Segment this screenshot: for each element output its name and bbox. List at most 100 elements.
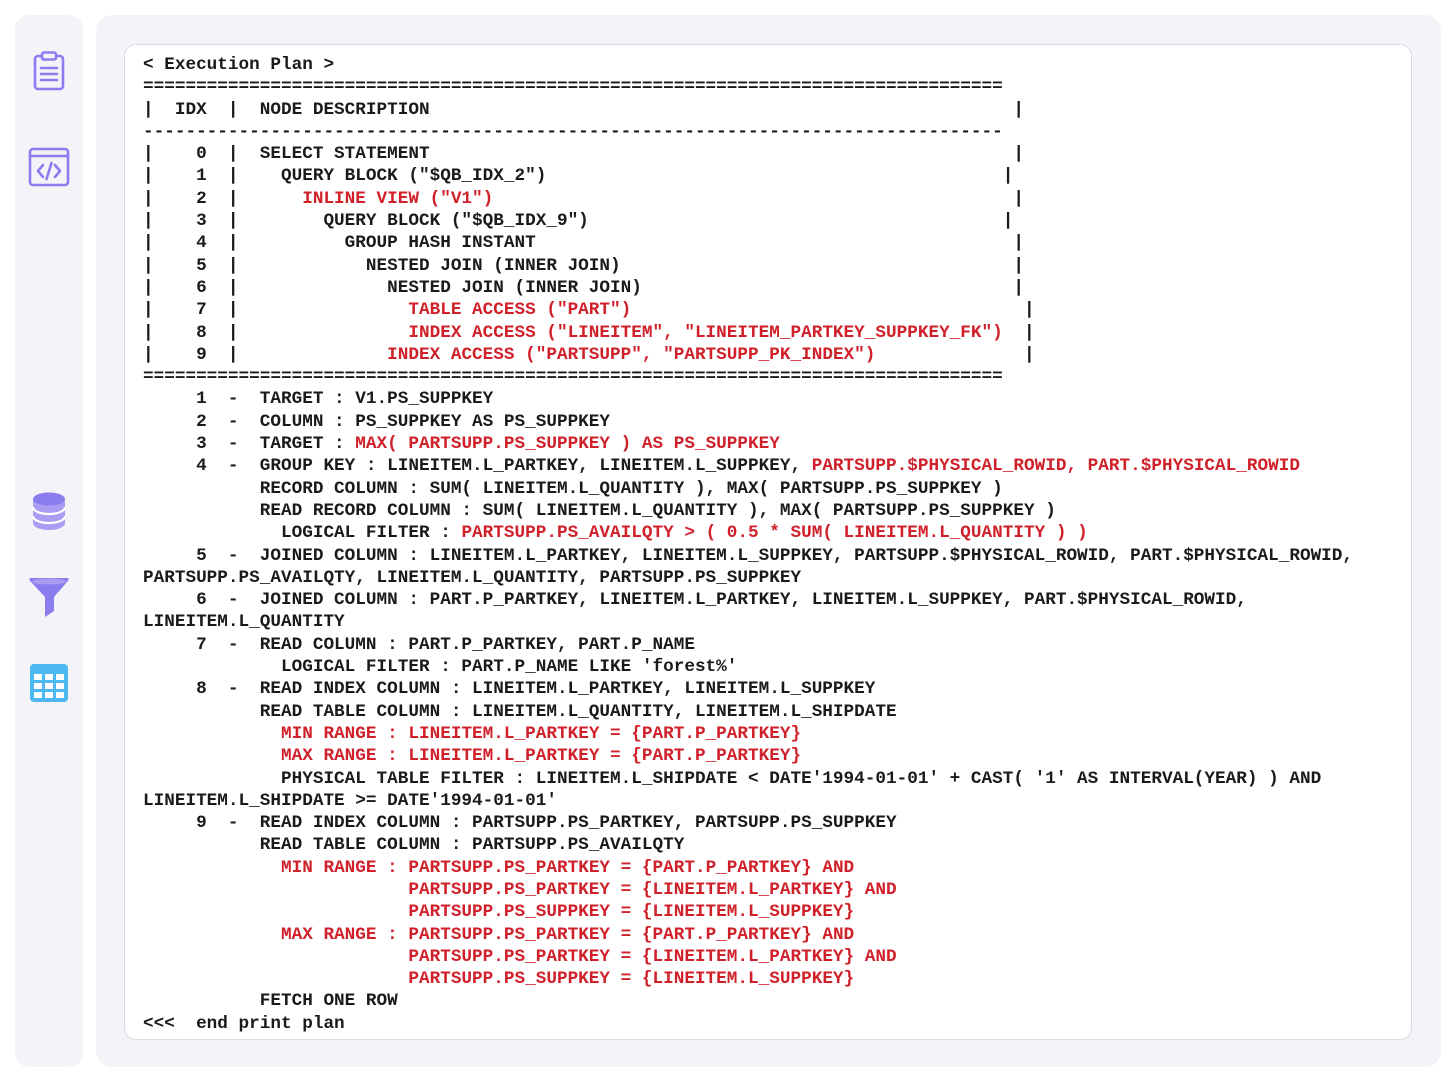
plan-line: FETCH ONE ROW	[143, 990, 1353, 1012]
plan-text: | IDX | NODE DESCRIPTION |	[143, 99, 1024, 120]
plan-text: 9 - READ INDEX COLUMN : PARTSUPP.PS_PART…	[143, 813, 897, 834]
plan-text: |	[1002, 322, 1035, 343]
plan-text: | 6 | NESTED JOIN (INNER JOIN) |	[143, 277, 1024, 298]
plan-text: | 3 | QUERY BLOCK ("$QB_IDX_9") |	[143, 211, 1014, 232]
plan-text: | 5 | NESTED JOIN (INNER JOIN) |	[143, 255, 1024, 276]
code-window-icon[interactable]	[27, 145, 71, 189]
plan-text: LOGICAL FILTER : PART.P_NAME LIKE 'fores…	[143, 657, 738, 678]
plan-line: 8 - READ INDEX COLUMN : LINEITEM.L_PARTK…	[143, 678, 1353, 700]
plan-line: PARTSUPP.PS_SUPPKEY = {LINEITEM.L_SUPPKE…	[143, 901, 1353, 923]
plan-text: READ RECORD COLUMN : SUM( LINEITEM.L_QUA…	[143, 500, 1056, 521]
plan-line: READ TABLE COLUMN : PARTSUPP.PS_AVAILQTY	[143, 834, 1353, 856]
plan-text: 3 - TARGET :	[143, 434, 356, 455]
plan-text: LOGICAL FILTER :	[143, 523, 462, 544]
plan-line: | 6 | NESTED JOIN (INNER JOIN) |	[143, 277, 1353, 299]
plan-highlight-text: INLINE VIEW ("V1")	[302, 188, 494, 209]
plan-text: 1 - TARGET : V1.PS_SUPPKEY	[143, 389, 494, 410]
plan-highlight-text: MAX( PARTSUPP.PS_SUPPKEY ) AS PS_SUPPKEY	[355, 434, 780, 455]
plan-line: MAX RANGE : PARTSUPP.PS_PARTKEY = {PART.…	[143, 924, 1353, 946]
plan-line: | 5 | NESTED JOIN (INNER JOIN) |	[143, 255, 1353, 277]
plan-text: 6 - JOINED COLUMN : PART.P_PARTKEY, LINE…	[143, 590, 1247, 611]
plan-line: PARTSUPP.PS_PARTKEY = {LINEITEM.L_PARTKE…	[143, 879, 1353, 901]
plan-text: 2 - COLUMN : PS_SUPPKEY AS PS_SUPPKEY	[143, 411, 611, 432]
plan-line: | 7 | TABLE ACCESS ("PART") |	[143, 299, 1353, 321]
plan-line: READ TABLE COLUMN : LINEITEM.L_QUANTITY,…	[143, 701, 1353, 723]
plan-line: RECORD COLUMN : SUM( LINEITEM.L_QUANTITY…	[143, 478, 1353, 500]
clipboard-icon[interactable]	[27, 49, 71, 93]
plan-highlight-text: INDEX ACCESS ("PARTSUPP", "PARTSUPP_PK_I…	[387, 344, 876, 365]
plan-text: FETCH ONE ROW	[143, 991, 398, 1012]
plan-line: MIN RANGE : PARTSUPP.PS_PARTKEY = {PART.…	[143, 857, 1353, 879]
plan-text	[143, 902, 408, 922]
plan-highlight-text: PARTSUPP.PS_SUPPKEY = {LINEITEM.L_SUPPKE…	[408, 902, 855, 923]
plan-text: RECORD COLUMN : SUM( LINEITEM.L_QUANTITY…	[143, 478, 1003, 499]
plan-line: 4 - GROUP KEY : LINEITEM.L_PARTKEY, LINE…	[143, 455, 1353, 477]
plan-line: LINEITEM.L_QUANTITY	[143, 611, 1353, 633]
plan-highlight-text: PARTSUPP.PS_SUPPKEY = {LINEITEM.L_SUPPKE…	[408, 969, 855, 990]
plan-text: 4 - GROUP KEY : LINEITEM.L_PARTKEY, LINE…	[143, 456, 812, 477]
plan-text: |	[631, 300, 1035, 321]
plan-line: READ RECORD COLUMN : SUM( LINEITEM.L_QUA…	[143, 500, 1353, 522]
plan-text: | 9 |	[143, 344, 388, 365]
plan-text: READ TABLE COLUMN : LINEITEM.L_QUANTITY,…	[143, 701, 897, 722]
plan-line: | 2 | INLINE VIEW ("V1") |	[143, 188, 1353, 210]
plan-highlight-text: MIN RANGE : LINEITEM.L_PARTKEY = {PART.P…	[281, 723, 802, 744]
plan-line: ========================================…	[143, 366, 1353, 388]
plan-highlight-text: MAX RANGE : PARTSUPP.PS_PARTKEY = {PART.…	[281, 924, 855, 945]
plan-text: READ TABLE COLUMN : PARTSUPP.PS_AVAILQTY	[143, 835, 685, 856]
execution-plan-output: < Execution Plan >======================…	[143, 54, 1353, 1035]
plan-highlight-text: INDEX ACCESS ("LINEITEM", "LINEITEM_PART…	[408, 322, 1003, 343]
table-grid-icon[interactable]	[27, 661, 71, 705]
plan-line: ========================================…	[143, 76, 1353, 98]
plan-line: 5 - JOINED COLUMN : LINEITEM.L_PARTKEY, …	[143, 545, 1353, 567]
plan-line: | 3 | QUERY BLOCK ("$QB_IDX_9") |	[143, 210, 1353, 232]
plan-line: | 4 | GROUP HASH INSTANT |	[143, 232, 1353, 254]
plan-text: |	[493, 188, 1024, 209]
plan-line: LOGICAL FILTER : PART.P_NAME LIKE 'fores…	[143, 656, 1353, 678]
plan-text: 5 - JOINED COLUMN : LINEITEM.L_PARTKEY, …	[143, 545, 1354, 566]
plan-line: MIN RANGE : LINEITEM.L_PARTKEY = {PART.P…	[143, 723, 1353, 745]
plan-text: LINEITEM.L_QUANTITY	[143, 612, 345, 633]
plan-line: LOGICAL FILTER : PARTSUPP.PS_AVAILQTY > …	[143, 522, 1353, 544]
plan-highlight-text: PARTSUPP.PS_PARTKEY = {LINEITEM.L_PARTKE…	[408, 946, 897, 967]
plan-highlight-text: MIN RANGE : PARTSUPP.PS_PARTKEY = {PART.…	[281, 857, 855, 878]
plan-line: PARTSUPP.PS_AVAILQTY, LINEITEM.L_QUANTIT…	[143, 567, 1353, 589]
plan-line: PARTSUPP.PS_PARTKEY = {LINEITEM.L_PARTKE…	[143, 946, 1353, 968]
plan-text	[143, 969, 408, 989]
plan-text: | 1 | QUERY BLOCK ("$QB_IDX_2") |	[143, 166, 1014, 187]
plan-text: ========================================…	[143, 367, 1003, 388]
plan-line: LINEITEM.L_SHIPDATE >= DATE'1994-01-01'	[143, 790, 1353, 812]
plan-highlight-text: PARTSUPP.PS_AVAILQTY > ( 0.5 * SUM( LINE…	[461, 523, 1088, 544]
plan-text: ----------------------------------------…	[143, 121, 1003, 142]
database-icon[interactable]	[27, 489, 71, 533]
plan-line: < Execution Plan >	[143, 54, 1353, 76]
plan-text: | 2 |	[143, 188, 303, 209]
plan-line: | 8 | INDEX ACCESS ("LINEITEM", "LINEITE…	[143, 322, 1353, 344]
plan-line: 2 - COLUMN : PS_SUPPKEY AS PS_SUPPKEY	[143, 411, 1353, 433]
plan-text	[143, 947, 408, 967]
plan-line: 9 - READ INDEX COLUMN : PARTSUPP.PS_PART…	[143, 812, 1353, 834]
sidebar	[15, 15, 83, 1067]
plan-line: | 0 | SELECT STATEMENT |	[143, 143, 1353, 165]
plan-text: |	[875, 344, 1035, 365]
plan-line: | 1 | QUERY BLOCK ("$QB_IDX_2") |	[143, 165, 1353, 187]
plan-line: MAX RANGE : LINEITEM.L_PARTKEY = {PART.P…	[143, 745, 1353, 767]
plan-text: 8 - READ INDEX COLUMN : LINEITEM.L_PARTK…	[143, 679, 876, 700]
plan-text: | 7 |	[143, 300, 409, 321]
plan-line: <<< end print plan	[143, 1013, 1353, 1035]
plan-text	[143, 925, 281, 945]
plan-highlight-text: PARTSUPP.PS_PARTKEY = {LINEITEM.L_PARTKE…	[408, 879, 897, 900]
plan-highlight-text: PARTSUPP.$PHYSICAL_ROWID, PART.$PHYSICAL…	[811, 456, 1300, 477]
plan-text	[143, 880, 408, 900]
plan-text	[143, 724, 281, 744]
code-card	[124, 44, 1412, 1040]
plan-text: 7 - READ COLUMN : PART.P_PARTKEY, PART.P…	[143, 634, 695, 655]
plan-line: 1 - TARGET : V1.PS_SUPPKEY	[143, 388, 1353, 410]
plan-text: | 8 |	[143, 322, 409, 343]
plan-text: PARTSUPP.PS_AVAILQTY, LINEITEM.L_QUANTIT…	[143, 567, 802, 588]
plan-highlight-text: TABLE ACCESS ("PART")	[408, 300, 632, 321]
plan-line: PHYSICAL TABLE FILTER : LINEITEM.L_SHIPD…	[143, 768, 1353, 790]
plan-line: | IDX | NODE DESCRIPTION |	[143, 99, 1353, 121]
plan-line: | 9 | INDEX ACCESS ("PARTSUPP", "PARTSUP…	[143, 344, 1353, 366]
filter-icon[interactable]	[27, 575, 71, 619]
